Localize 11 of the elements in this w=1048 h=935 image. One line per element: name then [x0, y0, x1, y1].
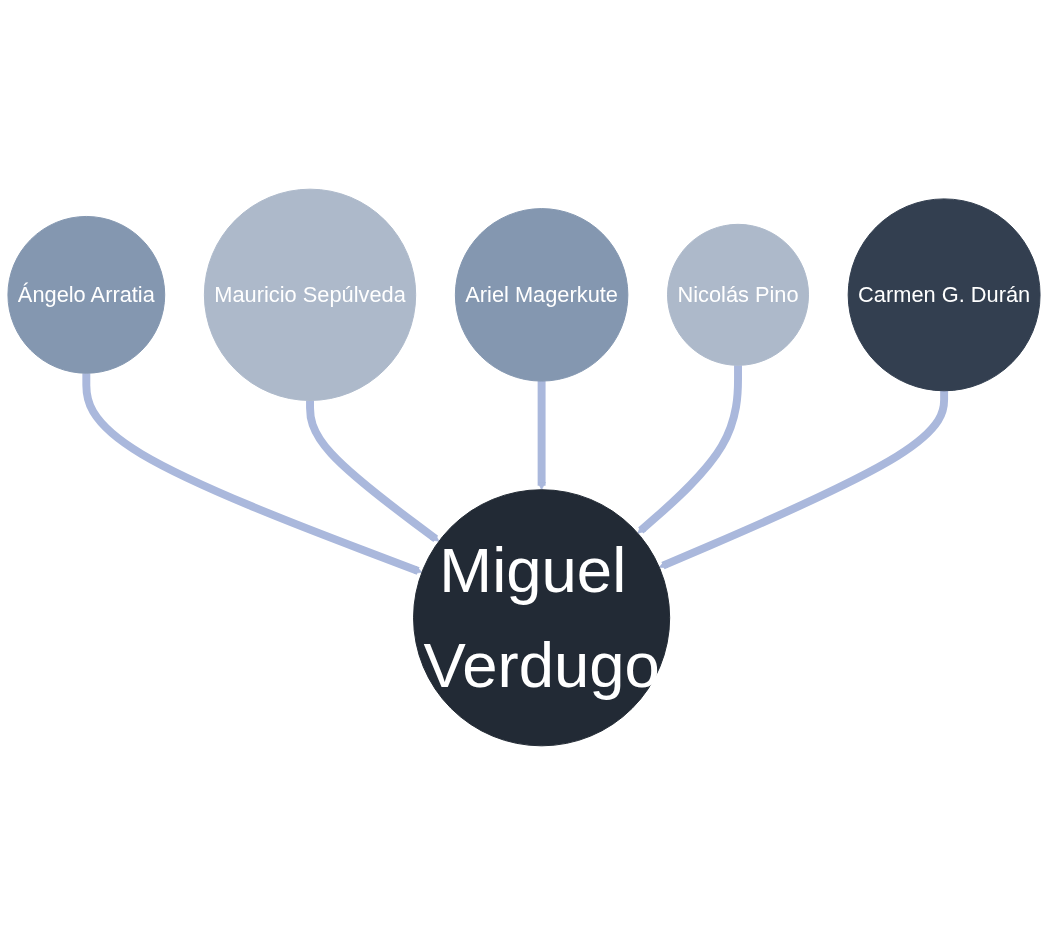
- arrow: [658, 390, 949, 570]
- node-circle: Mauricio Sepúlveda: [203, 188, 417, 401]
- node-circle: Nicolás Pino: [667, 223, 810, 366]
- arrow: [637, 365, 742, 534]
- node-circle: Miguel Verdugo: [413, 489, 671, 747]
- node-circle: Ángelo Arratia: [7, 215, 166, 374]
- arrow: [306, 400, 440, 542]
- arrow: [82, 373, 423, 575]
- arrow: [537, 381, 546, 491]
- node-circle: Carmen G. Durán: [847, 198, 1041, 392]
- node-circle: Ariel Magerkute: [454, 208, 629, 382]
